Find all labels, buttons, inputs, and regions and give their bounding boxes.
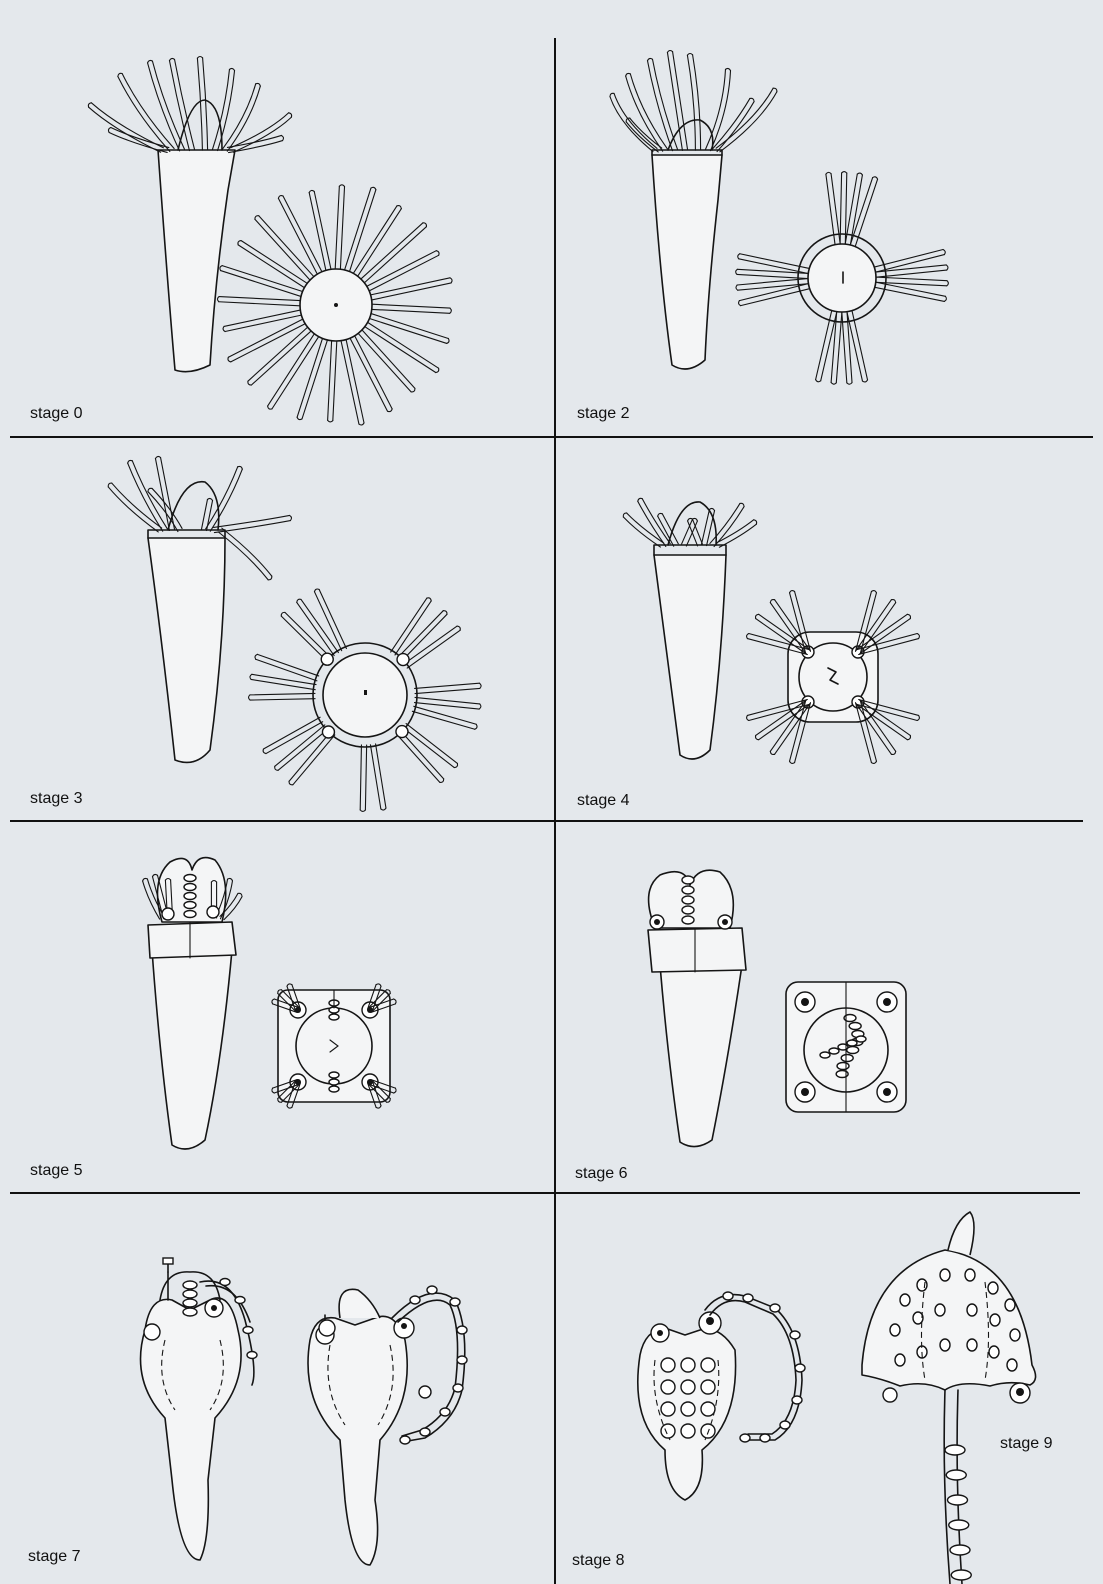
stage7-metamorphosis-view-a <box>141 1258 258 1560</box>
stage-label-3: stage 3 <box>30 790 82 808</box>
stage5-polyp-oral-view <box>272 984 396 1108</box>
stage4-polyp-oral-view <box>747 591 920 764</box>
stage6-polyp-oral-view <box>786 982 906 1112</box>
stage3-polyp-oral-view <box>249 589 482 811</box>
stage-label-9: stage 9 <box>1000 1435 1052 1453</box>
stage-label-8: stage 8 <box>572 1552 624 1570</box>
stage-label-7: stage 7 <box>28 1548 80 1566</box>
stage-label-5: stage 5 <box>30 1162 82 1180</box>
stage7-metamorphosis-view-b <box>308 1286 467 1565</box>
stage-label-0: stage 0 <box>30 405 82 423</box>
stage0-polyp-oral-view <box>217 185 452 425</box>
stage4-polyp-side-view <box>623 498 756 759</box>
stage9-young-medusa <box>862 1212 1036 1584</box>
stage2-polyp-side-view <box>610 50 777 369</box>
stage0-polyp-side-view <box>88 56 291 371</box>
stage6-polyp-side-view <box>648 870 746 1146</box>
stage3-polyp-side-view <box>108 456 291 762</box>
stage-label-2: stage 2 <box>577 405 629 423</box>
stage5-polyp-side-view <box>143 858 242 1149</box>
stage2-polyp-oral-view <box>736 172 949 385</box>
stage8-medusa-forming <box>638 1292 805 1500</box>
stage-label-4: stage 4 <box>577 792 629 810</box>
stage-label-6: stage 6 <box>575 1165 627 1183</box>
